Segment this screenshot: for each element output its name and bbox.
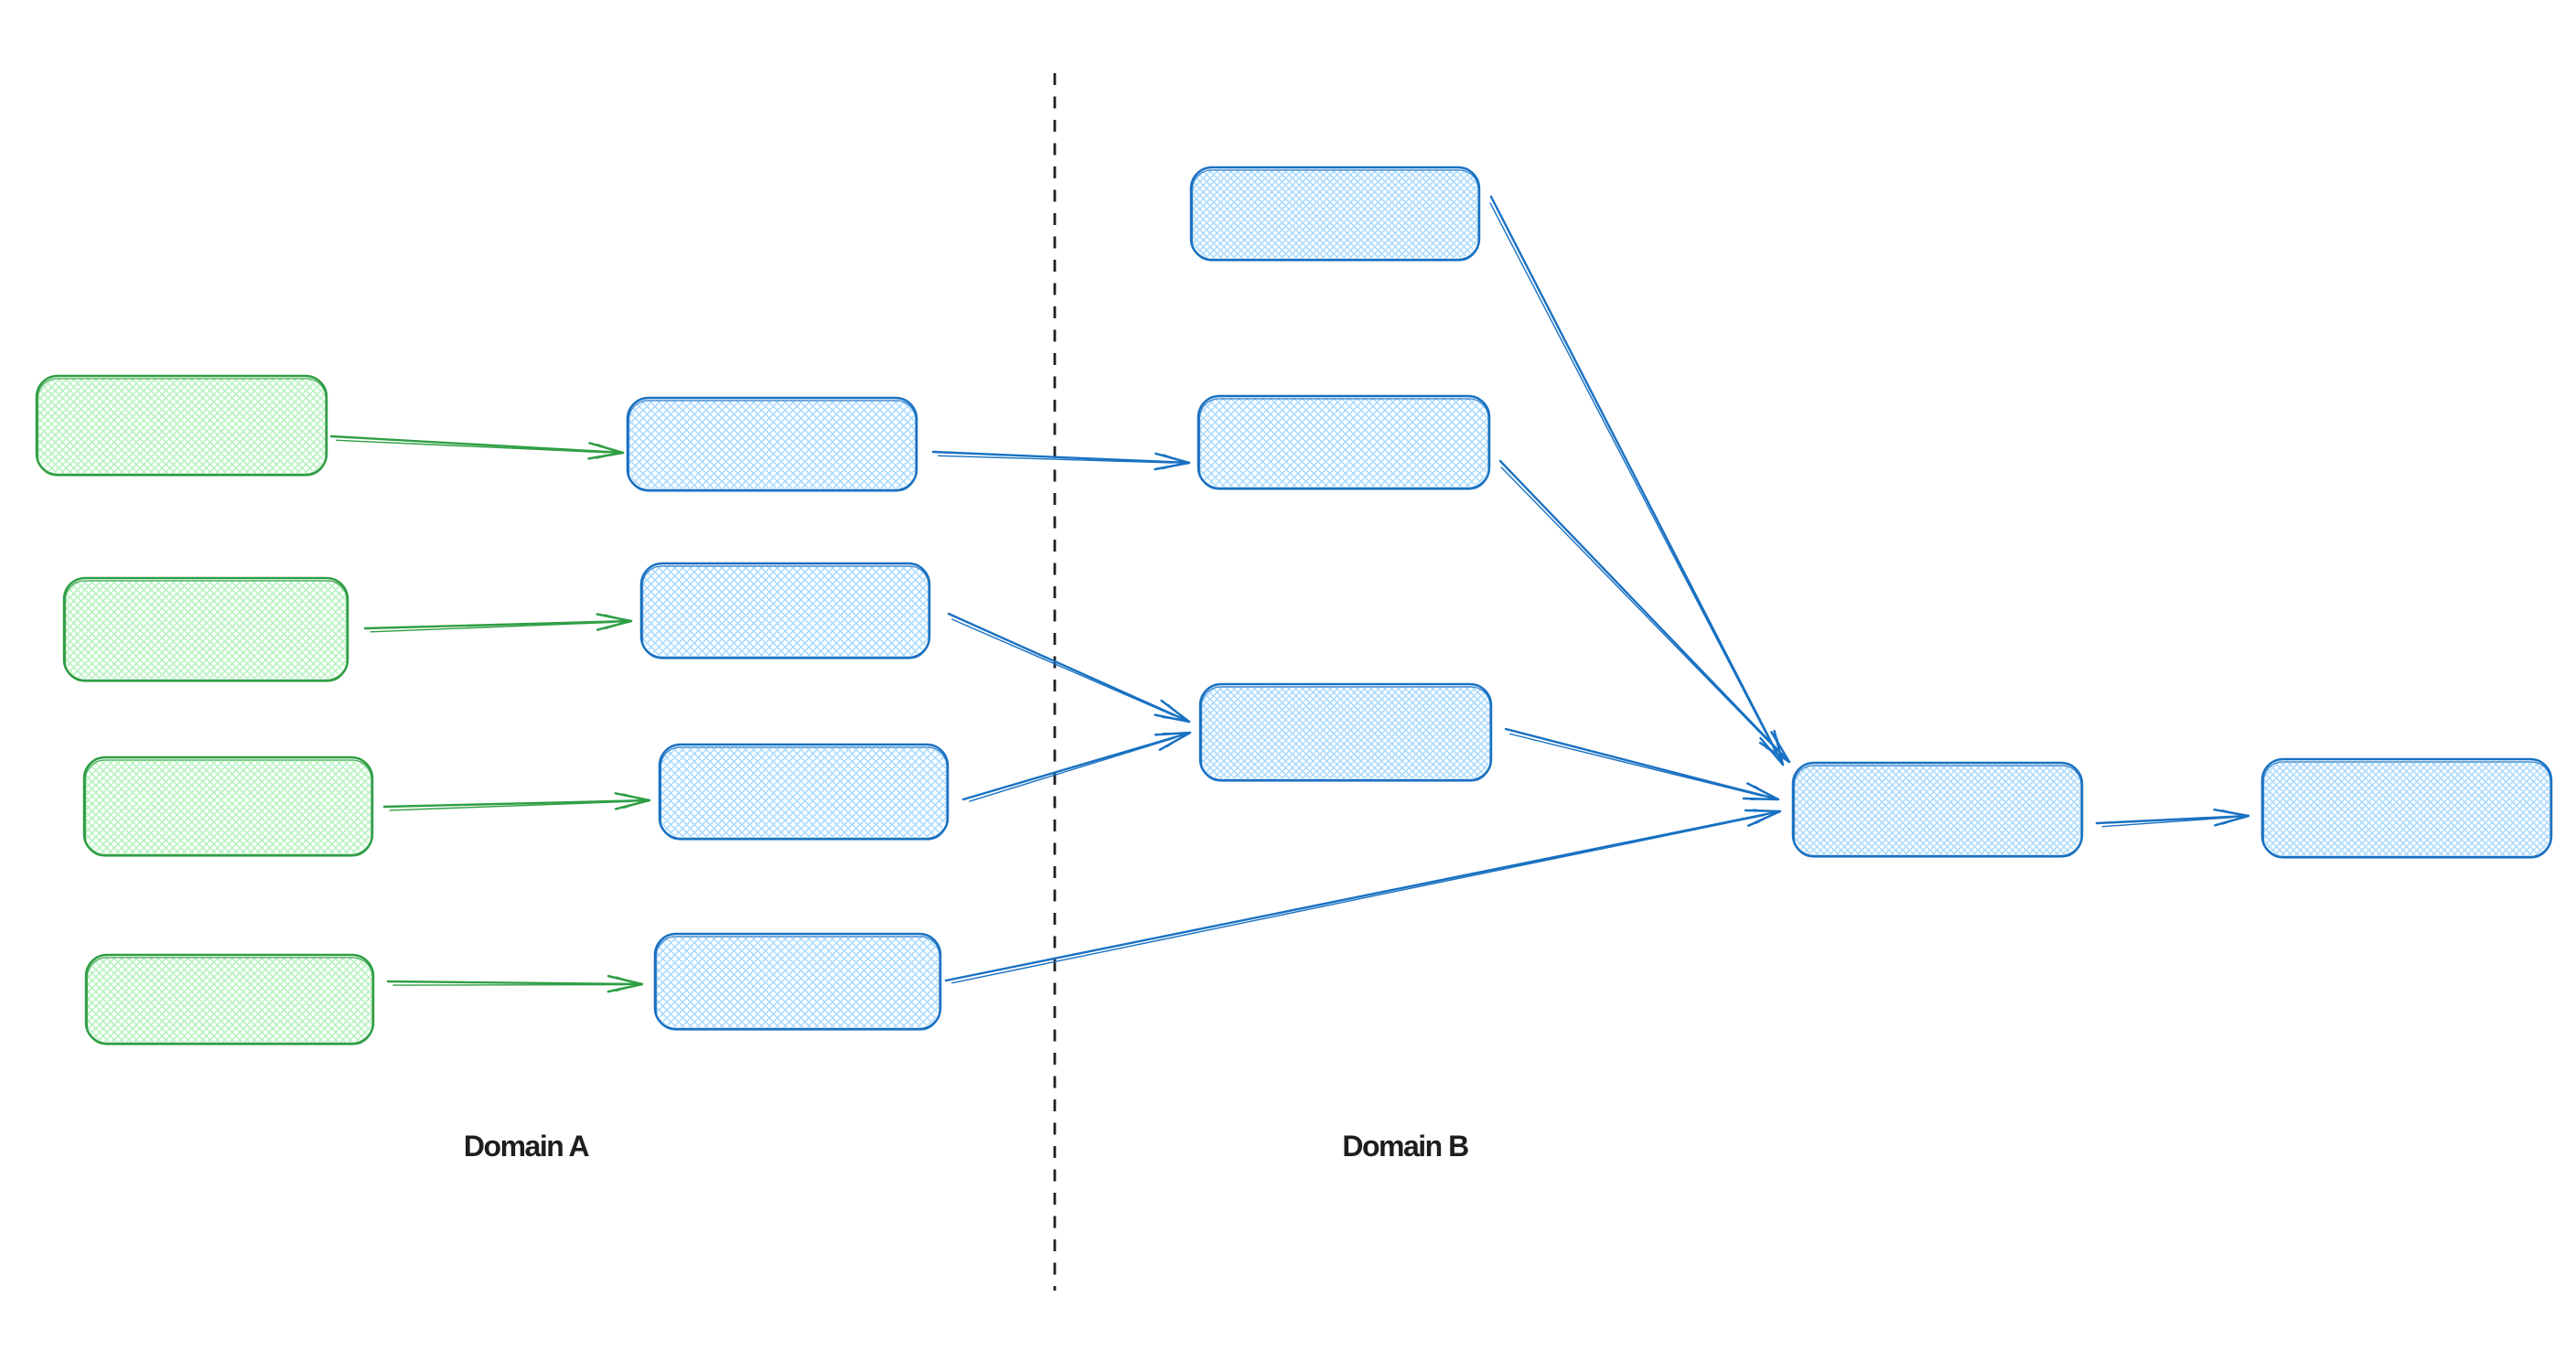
svg-text:Domain A: Domain A — [464, 1130, 590, 1163]
svg-text:Domain B: Domain B — [1342, 1130, 1468, 1163]
